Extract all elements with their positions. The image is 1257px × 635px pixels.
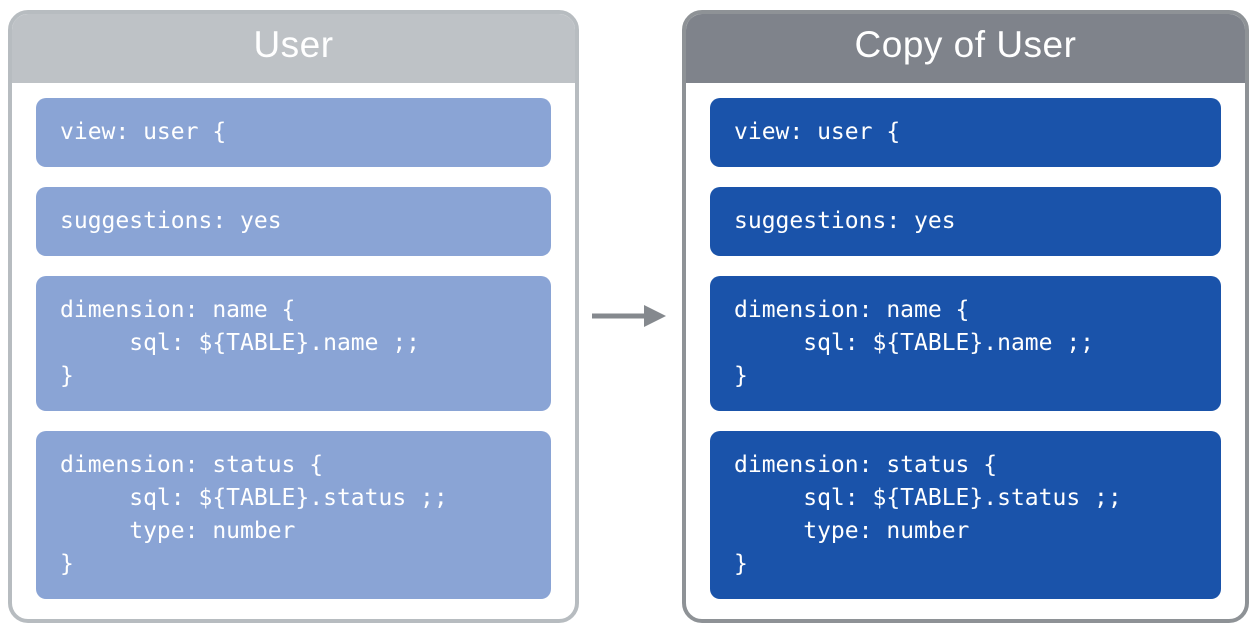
copy-of-user-view-title: Copy of User xyxy=(854,24,1077,65)
copy-arrow-icon xyxy=(588,300,670,332)
user-view-header: User xyxy=(12,14,575,83)
copy-of-user-view-body: view: user { suggestions: yes dimension:… xyxy=(686,83,1245,599)
user-view-body: view: user { suggestions: yes dimension:… xyxy=(12,83,575,599)
code-block-suggestions: suggestions: yes xyxy=(710,187,1221,256)
code-block-dimension-name: dimension: name { sql: ${TABLE}.name ;; … xyxy=(710,276,1221,411)
user-view-panel: User view: user { suggestions: yes dimen… xyxy=(8,10,579,623)
copy-of-user-view-header: Copy of User xyxy=(686,14,1245,83)
right-arrow-icon xyxy=(592,305,666,327)
code-block-suggestions: suggestions: yes xyxy=(36,187,551,256)
code-block-dimension-name: dimension: name { sql: ${TABLE}.name ;; … xyxy=(36,276,551,411)
code-block-dimension-status: dimension: status { sql: ${TABLE}.status… xyxy=(710,431,1221,599)
copy-of-user-view-panel: Copy of User view: user { suggestions: y… xyxy=(682,10,1249,623)
user-view-title: User xyxy=(253,24,334,65)
code-block-view-declaration: view: user { xyxy=(710,98,1221,167)
code-block-dimension-status: dimension: status { sql: ${TABLE}.status… xyxy=(36,431,551,599)
code-block-view-declaration: view: user { xyxy=(36,98,551,167)
